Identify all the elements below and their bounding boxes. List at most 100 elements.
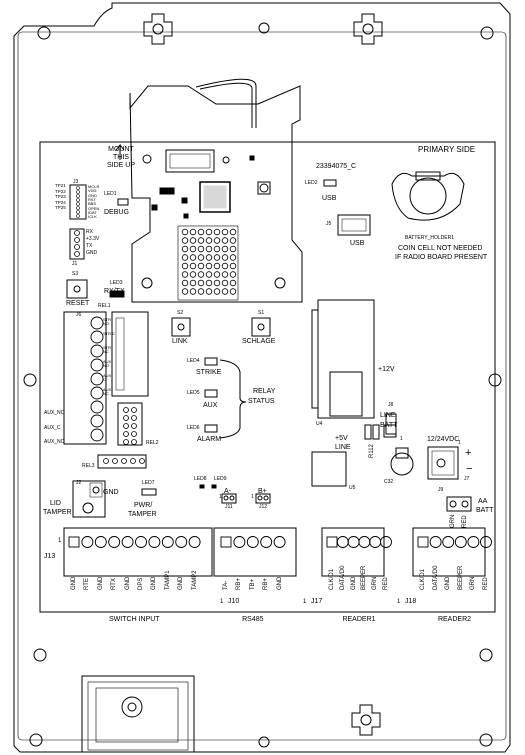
j6-pin-label: STR C: [103, 331, 115, 336]
battery-holder-label: BATTERY_HOLDER1: [405, 235, 454, 241]
j6-pin-label: AUX NO: [103, 359, 112, 368]
radio-pin: [229, 254, 237, 261]
connector-pin-label: BEEPER: [361, 565, 368, 590]
part-number: 23394075_C: [316, 163, 357, 170]
c32-label: C32: [384, 479, 394, 485]
side-label: PRIMARY SIDE: [418, 145, 476, 154]
j6-pin-label: AUX NC: [103, 387, 112, 396]
schlage-label: SCHLAGE: [242, 338, 276, 345]
connector-pin-label: RTE: [84, 578, 91, 590]
j7-label: J7: [464, 476, 470, 482]
radio-pin: [221, 271, 229, 278]
connector-pin-label: RED: [383, 577, 389, 590]
5v-label: +5V: [335, 435, 348, 442]
radio-pin: [229, 279, 237, 287]
connector-pin-label: TAMP1: [164, 570, 171, 590]
j6-pin-label: STR NC: [103, 345, 111, 354]
connector-pin-label: GND: [276, 576, 283, 590]
j1-pin: [74, 230, 80, 236]
j1-pin-label: +3.3V: [86, 236, 100, 242]
connector-pin-label: GND: [97, 576, 104, 590]
relay-label: RELAY: [253, 388, 276, 395]
connector-pin-label: RED: [483, 577, 489, 590]
connector-screw: [161, 536, 174, 548]
connector-ref: J17: [311, 598, 323, 605]
link-label: LINK: [172, 338, 188, 345]
radio-pin: [229, 288, 237, 295]
j6-terminal: [63, 311, 107, 445]
hole-bottom-left: [33, 648, 47, 662]
rel2-pin: [123, 415, 129, 421]
radio-pin: [181, 262, 189, 270]
radio-pin: [189, 254, 197, 261]
relay-1: [111, 311, 149, 397]
led2-label: LED2: [305, 180, 318, 186]
plus-label: +: [465, 447, 472, 459]
tp-label: TP25: [55, 205, 66, 210]
12v-label: +12V: [378, 366, 395, 373]
hole-top-left: [37, 26, 51, 40]
j8-label: J8: [388, 402, 394, 408]
rel3-pin: [112, 458, 118, 464]
tp-label: TP22: [55, 188, 66, 194]
u5-component: [311, 451, 347, 487]
mount-cross-top-right: [353, 13, 383, 45]
lid-tamper-label-1: LID: [50, 500, 61, 507]
j3-pin-label: OPEN: [88, 205, 100, 211]
radio-pin: [181, 279, 189, 287]
connector-pin-one: 1: [58, 538, 62, 544]
rel3-label: REL3: [82, 463, 95, 469]
reset-label: RESET: [66, 300, 90, 307]
connector-screw: [175, 536, 188, 548]
j6-terminal-screw: [90, 372, 104, 386]
radio-pin: [197, 279, 205, 287]
led9-label: LED9: [214, 476, 227, 482]
connector-pin-label: RTX: [111, 578, 118, 590]
connector-ref: J13: [44, 553, 56, 560]
j6-terminal-screw: [90, 428, 104, 442]
radio-pin: [181, 254, 189, 261]
bottom-bracket: [81, 675, 195, 753]
tp-label: TP24: [55, 199, 66, 205]
j10-body: [213, 527, 297, 577]
j1-pin: [74, 237, 80, 243]
mount-line-2: THIS: [113, 154, 129, 161]
radio-pin: [181, 288, 189, 295]
usb-port: [337, 214, 371, 236]
radio-pin: [213, 288, 221, 295]
mount-cross-bottom: [351, 704, 381, 736]
aux-label: AUX: [203, 402, 218, 409]
radio-pin: [189, 237, 197, 244]
rel3-pin: [139, 458, 145, 464]
j11-pin-label: 1: [219, 494, 222, 500]
radio-pin: [221, 237, 229, 244]
j3-pin-label: RST: [88, 196, 96, 202]
line-label: LINE: [335, 444, 351, 451]
radio-pin: [229, 237, 237, 244]
mount-line-1: MOUNT: [108, 146, 134, 153]
strike-label: STRIKE: [196, 369, 222, 376]
b-plus-label: B+: [258, 488, 267, 495]
connector-screw: [347, 536, 360, 548]
pwr-tamper-label-2: TAMPER: [128, 511, 157, 518]
r112-label: R112: [369, 444, 375, 458]
connector-pin-label: BEEPER: [457, 565, 464, 590]
radio-pin: [229, 262, 237, 270]
j6-terminal-screw: [90, 358, 104, 372]
tp-label: TP21: [55, 183, 66, 188]
connector-pin-label: GND: [350, 576, 357, 590]
radio-pin: [181, 271, 189, 278]
j13-body: [63, 527, 213, 577]
connector-pin-label: GRN: [470, 576, 477, 590]
j1-pin-label: TX: [86, 243, 93, 249]
connector-pin-one: 1: [303, 599, 307, 605]
connector-screw: [233, 536, 246, 548]
coin-cell-note-1: COIN CELL NOT NEEDED: [398, 245, 483, 252]
c32-capacitor: [390, 452, 414, 476]
radio-pin: [197, 237, 205, 244]
j9-label: J9: [438, 487, 444, 493]
radio-pin: [213, 245, 221, 253]
j12-label: J12: [259, 504, 268, 510]
j1-pin-label: GND: [86, 250, 98, 256]
